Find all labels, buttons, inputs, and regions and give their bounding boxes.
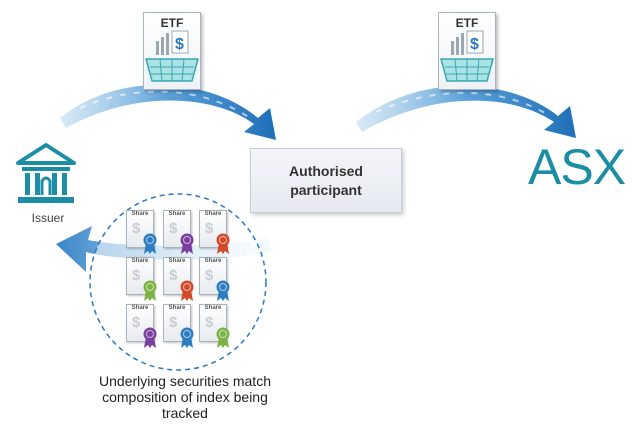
share-certificate-icon: Share $	[163, 210, 194, 254]
share-label: Share	[131, 305, 149, 311]
share-label: Share	[168, 305, 186, 311]
ribbon-icon	[143, 280, 157, 301]
share-label: Share	[204, 305, 222, 311]
share-certificate-icon: Share $	[163, 257, 194, 301]
dollar-icon: $	[132, 267, 141, 284]
share-certificate-icon: Share $	[126, 257, 157, 301]
authorised-participant-box: Authorised participant	[250, 148, 402, 213]
ribbon-icon	[216, 327, 230, 348]
ribbon-icon	[180, 327, 194, 348]
dollar-icon: $	[205, 314, 214, 331]
share-certificate-icon: Share $	[199, 257, 230, 301]
arrow-ap-to-asx	[356, 86, 576, 138]
etf-card-2: ETF $	[438, 12, 496, 90]
svg-text:$: $	[470, 36, 479, 53]
ribbon-icon	[216, 280, 230, 301]
share-label: Share	[131, 211, 149, 217]
ribbon-icon	[180, 233, 194, 254]
authorised-participant-label: Authorised participant	[289, 162, 363, 198]
share-certificate-icon: Share $	[199, 304, 230, 348]
etf-basket-icon: $	[145, 30, 199, 82]
asx-logo: ASX	[528, 139, 626, 195]
share-certificate-icon: Share $	[199, 210, 230, 254]
svg-text:$: $	[175, 36, 184, 53]
dollar-icon: $	[205, 267, 214, 284]
ribbon-icon	[180, 280, 194, 301]
share-label: Share	[168, 211, 186, 217]
share-label: Share	[204, 211, 222, 217]
securities-caption: Underlying securities match composition …	[99, 373, 271, 421]
ribbon-icon	[143, 327, 157, 348]
share-label: Share	[204, 258, 222, 264]
etf-basket-icon: $	[440, 30, 494, 82]
ribbon-icon	[143, 233, 157, 254]
dollar-icon: $	[132, 314, 141, 331]
share-certificate-icon: Share $	[163, 304, 194, 348]
dollar-icon: $	[205, 220, 214, 237]
share-label: Share	[131, 258, 149, 264]
arrow-issuer-to-ap	[60, 84, 276, 140]
dollar-icon: $	[169, 220, 178, 237]
dollar-icon: $	[132, 220, 141, 237]
dollar-icon: $	[169, 314, 178, 331]
bank-icon	[16, 143, 76, 203]
dollar-icon: $	[169, 267, 178, 284]
share-certificate-icon: Share $	[126, 210, 157, 254]
ribbon-icon	[216, 233, 230, 254]
etf-label: ETF	[455, 16, 479, 30]
share-certificate-icon: Share $	[126, 304, 157, 348]
etf-card-1: ETF $	[143, 12, 201, 90]
etf-label: ETF	[160, 16, 184, 30]
issuer-label: Issuer	[31, 211, 65, 225]
share-label: Share	[168, 258, 186, 264]
